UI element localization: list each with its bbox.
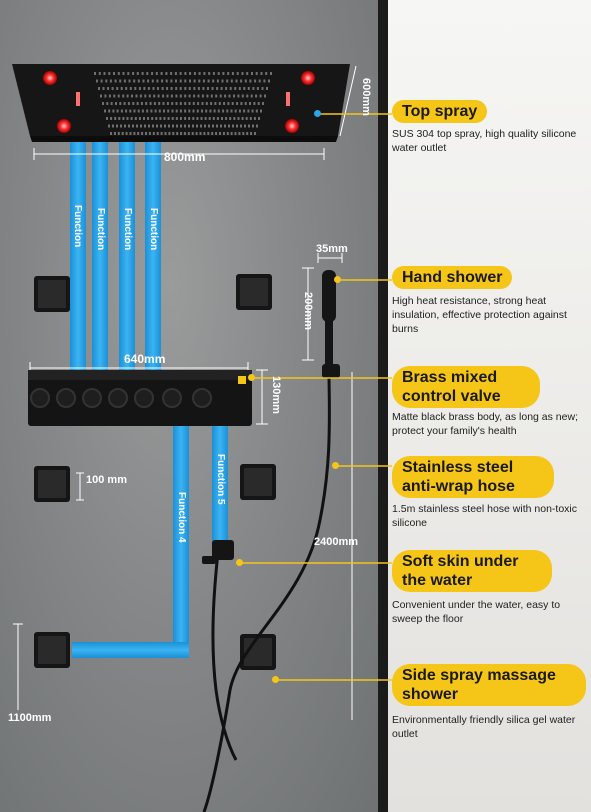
function-label-5: Function 5 [215, 454, 226, 505]
pipe-function-4 [173, 426, 189, 658]
pipe-function-4-top [145, 136, 161, 374]
pipe-function-3 [119, 136, 135, 374]
function-label-top-4: Function [148, 208, 159, 251]
water-outlet [212, 540, 234, 560]
feature-title-valve: Brass mixed control valve [392, 366, 540, 408]
feature-desc-soft-skin: Convenient under the water, easy to swee… [392, 599, 561, 625]
connector-dot [314, 110, 321, 117]
supply-pipes [70, 136, 228, 658]
feature-desc-hose: 1.5m stainless steel hose with non-toxic… [392, 503, 578, 529]
feature-title-hand-shower: Hand shower [392, 266, 513, 289]
pipe-function-5 [212, 426, 228, 544]
connector-dot [236, 559, 243, 566]
led-light [285, 119, 299, 133]
side-sprays [34, 274, 276, 670]
connector-dot [332, 462, 339, 469]
feature-desc-top-spray: SUS 304 top spray, high quality silicone… [392, 128, 577, 154]
function-label-4: Function 4 [176, 492, 187, 543]
hose [202, 377, 331, 812]
function-label-2: Function [95, 208, 106, 251]
led-light [301, 71, 315, 85]
connector-dot [334, 276, 341, 283]
dim-valve-height: 130mm [270, 376, 282, 414]
feature-title-hose: Stainless steel anti-wrap hose [392, 456, 554, 498]
pipe-function-1 [70, 136, 86, 374]
dim-hand-width: 35mm [316, 243, 348, 255]
dim-side-spray: 100 mm [86, 474, 127, 486]
hand-shower [202, 270, 340, 812]
feature-desc-hand-shower: High heat resistance, strong heat insula… [392, 295, 567, 335]
feature-title-soft-skin: Soft skin under the water [392, 550, 552, 592]
function-label-1: Function [72, 205, 83, 248]
connector-dot [272, 676, 279, 683]
function-label-3: Function [122, 208, 133, 251]
led-light [57, 119, 71, 133]
dim-floor-height: 1100mm [8, 712, 52, 724]
pipe-function-4-horizontal [72, 642, 189, 658]
feature-title-top-spray: Top spray [392, 100, 488, 123]
connector-lines [240, 113, 392, 681]
connector-dot [248, 374, 255, 381]
dim-top-depth: 600mm [360, 78, 372, 116]
hand-shower-holder [322, 364, 340, 378]
divider-bar [378, 0, 388, 812]
dim-hand-length: 200mm [302, 292, 314, 330]
dim-top-width: 800mm [164, 150, 206, 164]
dim-valve-width: 640mm [124, 352, 166, 366]
feature-desc-valve: Matte black brass body, as long as new; … [392, 411, 578, 437]
dim-hose-length: 2400mm [314, 536, 359, 548]
feature-title-side-spray: Side spray massage shower [392, 664, 586, 706]
mixing-valve [28, 370, 252, 426]
top-spray-panel [12, 64, 350, 142]
pipe-function-2 [92, 136, 108, 374]
led-light [43, 71, 57, 85]
feature-desc-side-spray: Environmentally friendly silica gel wate… [392, 714, 576, 740]
